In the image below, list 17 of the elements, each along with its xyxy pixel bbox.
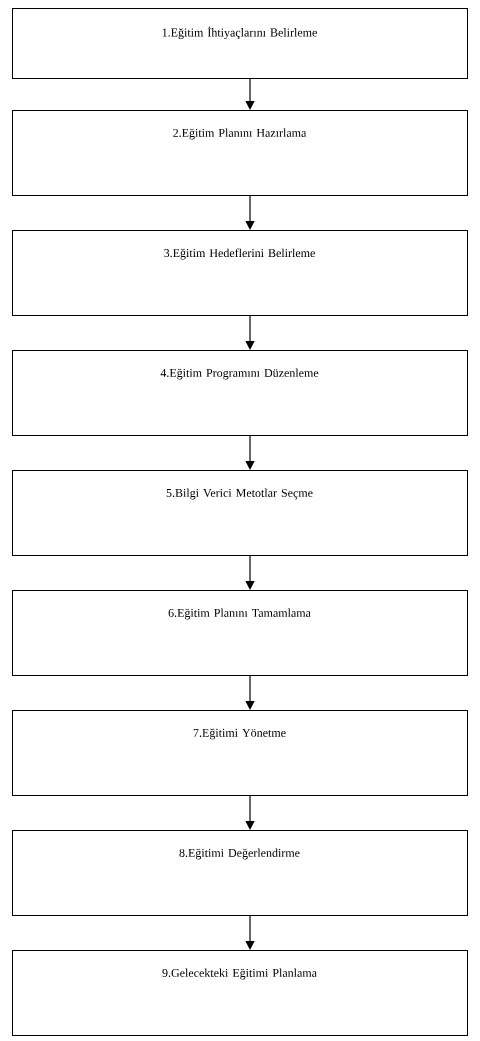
process-box: 7.Eğitimi Yönetme [12,710,468,796]
arrow [245,555,255,590]
arrow [245,435,255,470]
process-box: 9.Gelecekteki Eğitimi Planlama [12,950,468,1036]
process-box: 1.Eğitim İhtiyaçlarını Belirleme [12,8,468,79]
arrow [245,78,255,110]
process-box: 8.Eğitimi Değerlendirme [12,830,468,916]
arrow [245,795,255,830]
arrow [245,915,255,950]
process-box: 4.Eğitim Programını Düzenleme [12,350,468,436]
arrow [245,195,255,230]
arrow [245,675,255,710]
arrow [245,315,255,350]
process-box: 3.Eğitim Hedeflerini Belirleme [12,230,468,316]
process-box: 6.Eğitim Planını Tamamlama [12,590,468,676]
process-box: 5.Bilgi Verici Metotlar Seçme [12,470,468,556]
process-box: 2.Eğitim Planını Hazırlama [12,110,468,196]
